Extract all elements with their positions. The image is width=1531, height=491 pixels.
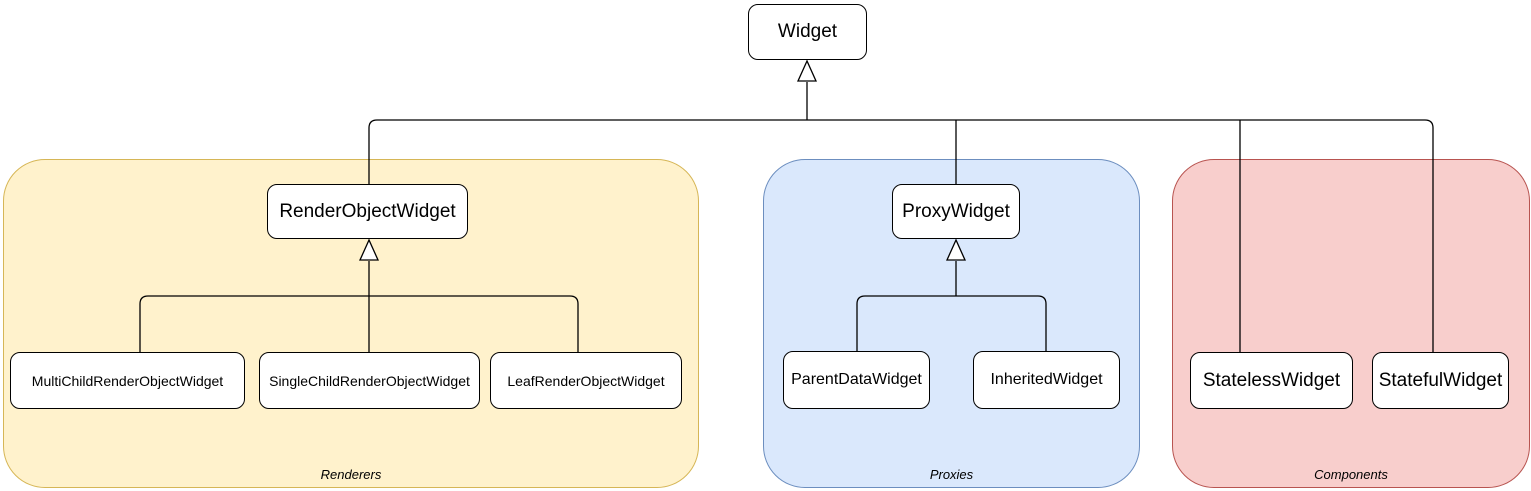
node-render-object-widget: RenderObjectWidget [267, 184, 468, 239]
node-leaf-render-object-widget: LeafRenderObjectWidget [490, 352, 682, 409]
node-widget: Widget [748, 4, 867, 60]
group-label: Components [1314, 467, 1388, 482]
group-label: Renderers [320, 467, 382, 482]
node-stateless-widget: StatelessWidget [1190, 352, 1353, 409]
node-proxy-widget: ProxyWidget [892, 184, 1020, 239]
node-inherited-widget: InheritedWidget [973, 351, 1120, 409]
node-parent-data-widget: ParentDataWidget [783, 351, 930, 409]
group-label: Proxies [929, 467, 974, 482]
group-components: Components [1172, 159, 1530, 488]
edge-widget-to-subclasses [368, 119, 1434, 352]
node-stateful-widget: StatefulWidget [1372, 352, 1509, 409]
inheritance-arrow-widget [796, 59, 818, 82]
inheritance-arrow-proxy-widget [945, 238, 967, 261]
edge-proxy-children [856, 295, 1047, 352]
node-multi-child-render-object-widget: MultiChildRenderObjectWidget [10, 352, 245, 409]
edge-renderobject-children [139, 295, 579, 352]
inheritance-arrow-render-object-widget [358, 238, 380, 261]
node-single-child-render-object-widget: SingleChildRenderObjectWidget [259, 352, 480, 409]
